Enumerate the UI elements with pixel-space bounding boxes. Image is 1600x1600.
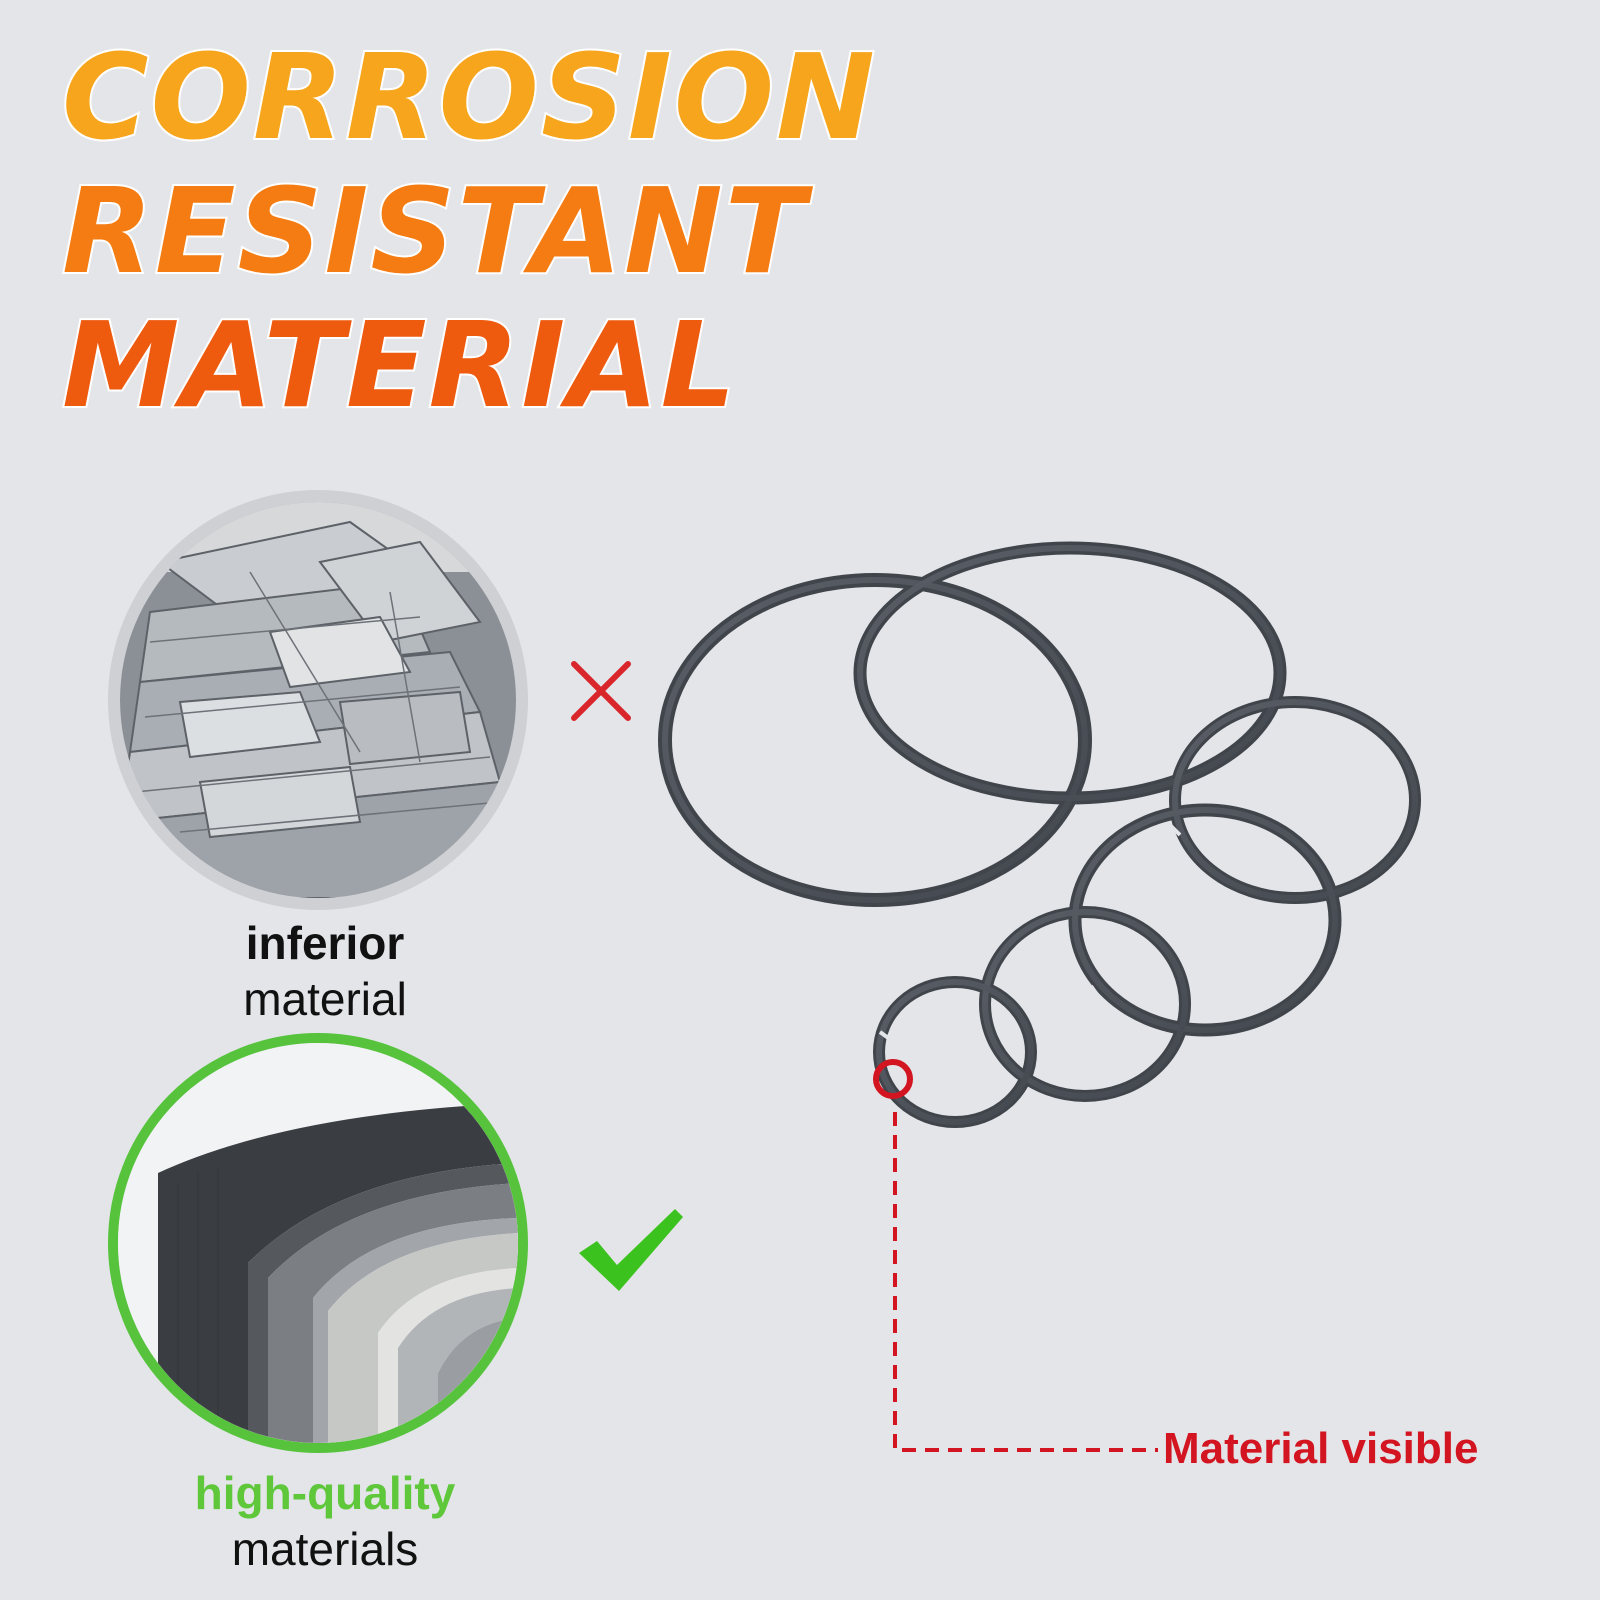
headline: CORROSION RESISTANT MATERIAL [60, 28, 877, 434]
cross-icon [571, 661, 631, 721]
headline-line-3: MATERIAL [60, 296, 738, 434]
inferior-material-photo [108, 490, 528, 910]
quality-caption: high-quality materials [115, 1465, 535, 1577]
high-quality-material-photo [108, 1033, 528, 1453]
inferior-subtitle: material [243, 973, 407, 1025]
quality-subtitle: materials [231, 1523, 419, 1575]
check-icon [579, 1209, 683, 1291]
headline-line-1: CORROSION [60, 28, 877, 166]
inferior-caption: inferior material [115, 915, 535, 1027]
headline-line-2: RESISTANT [60, 162, 808, 300]
quality-title: high-quality [194, 1467, 456, 1519]
inferior-title: inferior [245, 917, 405, 969]
callout-label: Material visible [1163, 1424, 1479, 1473]
rings-product-image [658, 541, 1421, 1128]
